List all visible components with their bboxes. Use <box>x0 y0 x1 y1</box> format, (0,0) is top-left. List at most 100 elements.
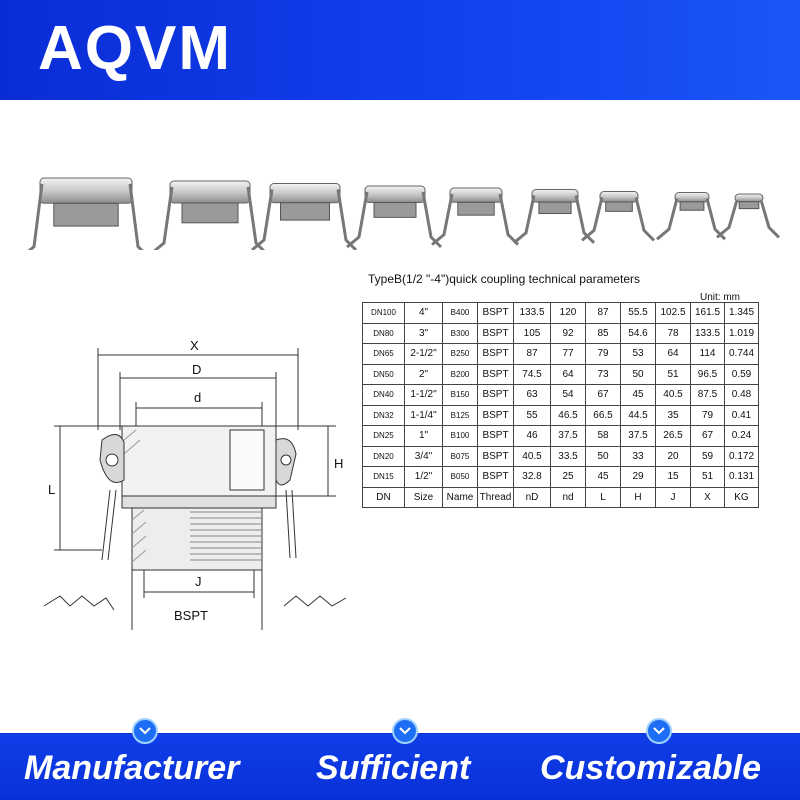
table-cell: 0.48 <box>724 384 759 406</box>
table-cell: 29 <box>620 466 656 488</box>
table-cell: 45 <box>620 384 656 406</box>
feature-footer <box>0 734 800 800</box>
table-cell: Thread <box>477 486 514 508</box>
table-cell: BSPT <box>477 384 514 406</box>
feature-customizable: Customizable <box>540 749 762 787</box>
table-cell: 161.5 <box>690 302 725 324</box>
table-cell: 58 <box>585 425 621 447</box>
table-cell: BSPT <box>477 322 514 344</box>
table-cell: B200 <box>442 363 478 385</box>
table-cell: 25 <box>550 466 586 488</box>
table-cell: 37.5 <box>550 425 586 447</box>
table-cell: BSPT <box>477 302 514 324</box>
dim-label-l: L <box>48 482 55 497</box>
table-cell: 55 <box>513 404 551 426</box>
table-cell: 0.59 <box>724 363 759 385</box>
table-cell: 133.5 <box>513 302 551 324</box>
table-cell: 1/2" <box>404 466 443 488</box>
table-cell: 40.5 <box>655 384 691 406</box>
table-cell: BSPT <box>477 425 514 447</box>
table-cell: 78 <box>655 322 691 344</box>
dim-label-j: J <box>195 574 202 589</box>
table-cell: 0.744 <box>724 343 759 365</box>
table-cell: B250 <box>442 343 478 365</box>
table-cell: 3/4" <box>404 445 443 467</box>
table-cell: B150 <box>442 384 478 406</box>
table-cell: BSPT <box>477 466 514 488</box>
table-cell: 87 <box>585 302 621 324</box>
table-cell: B100 <box>442 425 478 447</box>
table-cell: 1" <box>404 425 443 447</box>
dim-label-x: X <box>190 338 199 353</box>
table-cell: 46.5 <box>550 404 586 426</box>
table-cell: DN100 <box>362 302 405 324</box>
table-cell: 120 <box>550 302 586 324</box>
dim-label-d-upper: D <box>192 362 201 377</box>
dim-label-d-lower: d <box>194 390 201 405</box>
table-cell: 66.5 <box>585 404 621 426</box>
coupling-product-image <box>153 180 266 250</box>
table-cell: 33.5 <box>550 445 586 467</box>
table-cell: 55.5 <box>620 302 656 324</box>
table-cell: DN80 <box>362 322 405 344</box>
table-cell: nD <box>513 486 551 508</box>
table-cell: nd <box>550 486 586 508</box>
table-cell: DN <box>362 486 405 508</box>
table-cell: 105 <box>513 322 551 344</box>
chevron-down-icon <box>646 718 672 744</box>
coupling-product-image <box>346 185 443 249</box>
table-cell: Size <box>404 486 443 508</box>
chevron-down-icon <box>392 718 418 744</box>
table-cell: Name <box>442 486 478 508</box>
table-cell: 77 <box>550 343 586 365</box>
coupling-product-image <box>656 192 727 241</box>
coupling-product-image <box>581 191 656 242</box>
table-cell: 2" <box>404 363 443 385</box>
unit-label: Unit: mm <box>700 292 740 303</box>
table-cell: 87.5 <box>690 384 725 406</box>
table-cell: 79 <box>690 404 725 426</box>
table-cell: KG <box>724 486 759 508</box>
table-cell: 74.5 <box>513 363 551 385</box>
table-cell: 50 <box>620 363 656 385</box>
table-cell: B400 <box>442 302 478 324</box>
table-cell: 20 <box>655 445 691 467</box>
table-cell: B075 <box>442 445 478 467</box>
table-cell: 102.5 <box>655 302 691 324</box>
table-cell: 85 <box>585 322 621 344</box>
table-cell: 1.019 <box>724 322 759 344</box>
coupling-product-image <box>27 177 144 250</box>
brand-logo: AQVM <box>38 14 232 83</box>
feature-manufacturer: Manufacturer <box>24 749 240 787</box>
table-cell: DN65 <box>362 343 405 365</box>
table-cell: 54.6 <box>620 322 656 344</box>
chevron-down-icon <box>132 718 158 744</box>
table-cell: 92 <box>550 322 586 344</box>
table-cell: BSPT <box>477 343 514 365</box>
dim-label-h: H <box>334 456 343 471</box>
table-cell: 1-1/2" <box>404 384 443 406</box>
table-cell: H <box>620 486 656 508</box>
table-cell: 51 <box>690 466 725 488</box>
table-cell: DN25 <box>362 425 405 447</box>
table-cell: 114 <box>690 343 725 365</box>
feature-sufficient: Sufficient <box>316 749 471 787</box>
table-cell: 44.5 <box>620 404 656 426</box>
table-cell: 59 <box>690 445 725 467</box>
table-cell: 0.172 <box>724 445 759 467</box>
table-cell: BSPT <box>477 404 514 426</box>
table-title: TypeB(1/2 "-4")quick coupling technical … <box>368 272 640 286</box>
table-cell: 2-1/2" <box>404 343 443 365</box>
table-cell: 4" <box>404 302 443 324</box>
table-cell: 64 <box>550 363 586 385</box>
table-cell: 40.5 <box>513 445 551 467</box>
table-cell: 64 <box>655 343 691 365</box>
